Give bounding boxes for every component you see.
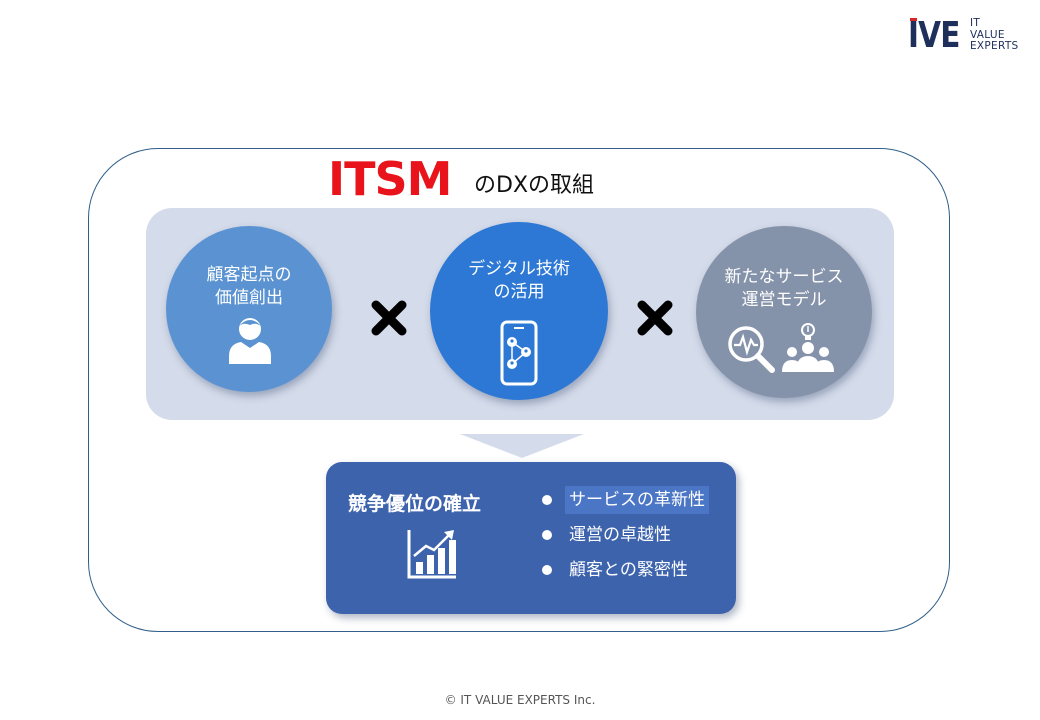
copyright-footer: © IT VALUE EXPERTS Inc. [444,693,596,707]
analytics-team-icon [728,323,834,373]
list-item: サービスの革新性 [540,486,736,521]
bullet-dot [542,495,552,505]
pillar-service-model: 新たなサービス 運営モデル [696,226,872,398]
bar-chart-growth-icon [407,530,456,579]
diagram-frame [88,148,950,632]
bullet-dot [542,530,552,540]
pillar-digital-tech: デジタル技術 の活用 [430,222,608,400]
list-item: 顧客との緊密性 [540,556,736,591]
result-title: 競争優位の確立 [348,493,482,515]
diagram-title: ITSM のDXの取組 [328,150,648,206]
logo-accent [910,18,917,21]
pillar-label: 顧客起点の 価値創出 [206,265,292,308]
pillar-label: 新たなサービス 運営モデル [724,267,844,310]
person-icon [229,318,271,364]
company-logo: IVE IT VALUE EXPERTS [908,16,1032,56]
bullet-text: 顧客との緊密性 [569,560,688,580]
logo-line: EXPERTS [970,40,1019,52]
multiply-icon [371,300,407,336]
logo-subtext: IT VALUE EXPERTS [970,17,1019,53]
bullet-text: 運営の卓越性 [569,525,671,545]
logo-line: VALUE [970,28,1005,41]
bullet-text: サービスの革新性 [565,486,709,514]
pillar-customer-value: 顧客起点の 価値創出 [166,226,332,392]
title-emphasis: ITSM [328,152,452,206]
logo-line: IT [970,17,981,29]
logo-mark: IVE [908,15,960,56]
down-arrow-icon [460,434,584,458]
bullet-dot [542,565,552,575]
list-item: 運営の卓越性 [540,521,736,556]
smartphone-network-icon [500,320,538,386]
title-rest: のDXの取組 [474,173,595,198]
result-bullet-list: サービスの革新性 運営の卓越性 顧客との緊密性 [540,486,736,591]
pillar-label: デジタル技術 の活用 [468,259,570,302]
multiply-icon [637,300,673,336]
